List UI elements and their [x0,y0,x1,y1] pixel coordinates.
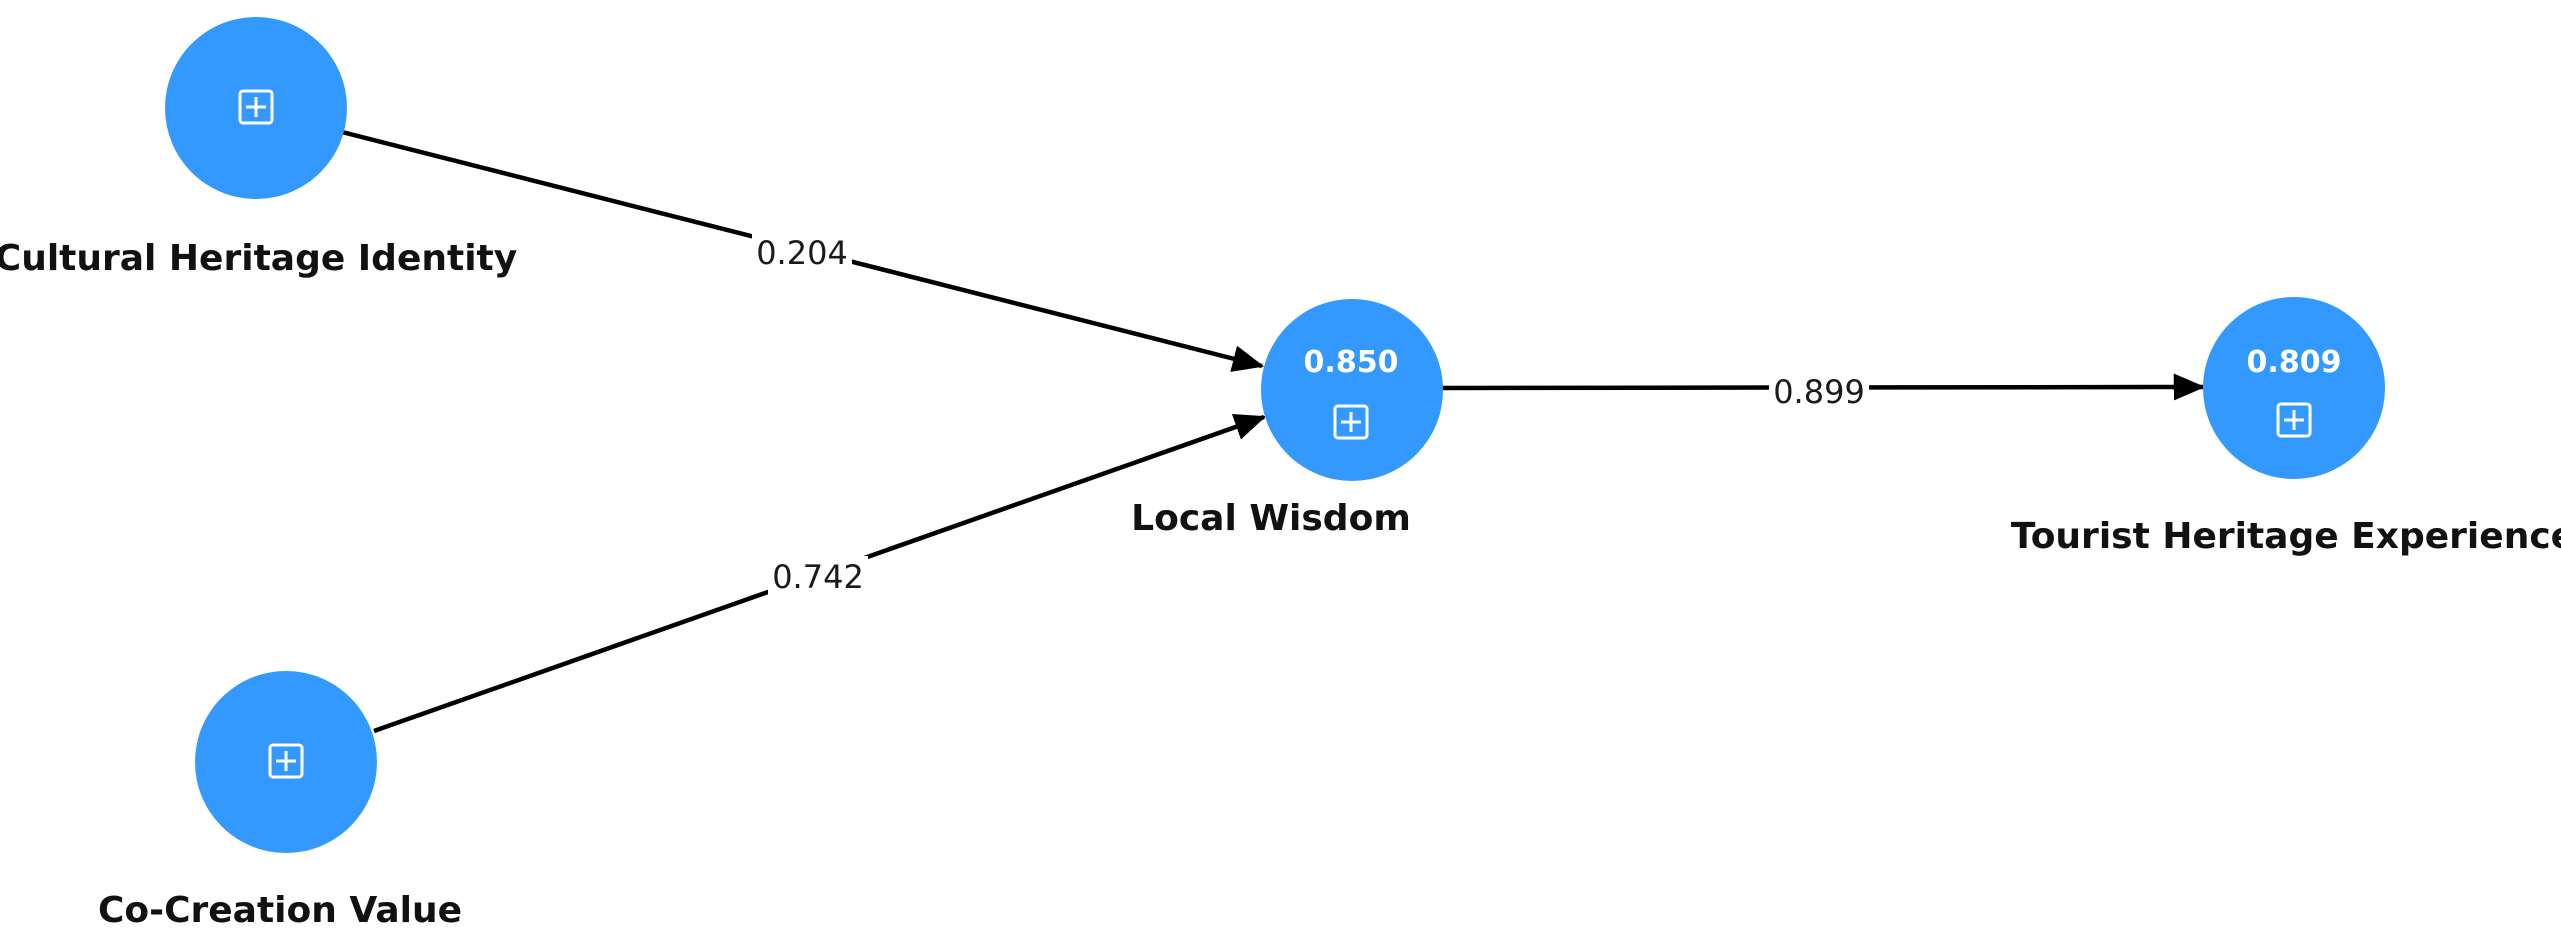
construct-circle[interactable] [2203,297,2385,479]
r-squared-value: 0.850 [1304,345,1399,380]
expand-plus-icon[interactable] [238,89,274,125]
coefficient-value: 0.899 [1773,373,1865,411]
construct-nodes: Cultural Heritage Identity Co-Creation V… [0,17,2561,931]
node-label: Cultural Heritage Identity [0,238,517,279]
node-local-wisdom[interactable]: 0.850 Local Wisdom [1131,299,1443,539]
node-label: Tourist Heritage Experience [2011,516,2561,557]
coefficient-label-local-wisdom: 0.899 [1769,371,1869,413]
node-co-creation-value[interactable]: Co-Creation Value [98,671,462,931]
coefficient-value: 0.204 [756,234,848,272]
node-label: Local Wisdom [1131,498,1411,539]
r-squared-value: 0.809 [2247,345,2342,380]
coefficient-label-co-creation: 0.742 [768,556,868,598]
expand-plus-icon[interactable] [2276,402,2312,438]
node-cultural-heritage-identity[interactable]: Cultural Heritage Identity [0,17,517,279]
coefficient-label-cultural-heritage: 0.204 [752,232,852,274]
construct-circle[interactable] [1261,299,1443,481]
path-coefficients: 0.204 0.742 0.899 [752,232,1869,598]
coefficient-value: 0.742 [772,558,864,596]
node-label: Co-Creation Value [98,890,462,931]
expand-plus-icon[interactable] [268,743,304,779]
expand-plus-icon[interactable] [1333,404,1369,440]
node-tourist-heritage-experience[interactable]: 0.809 Tourist Heritage Experience [2011,297,2561,557]
